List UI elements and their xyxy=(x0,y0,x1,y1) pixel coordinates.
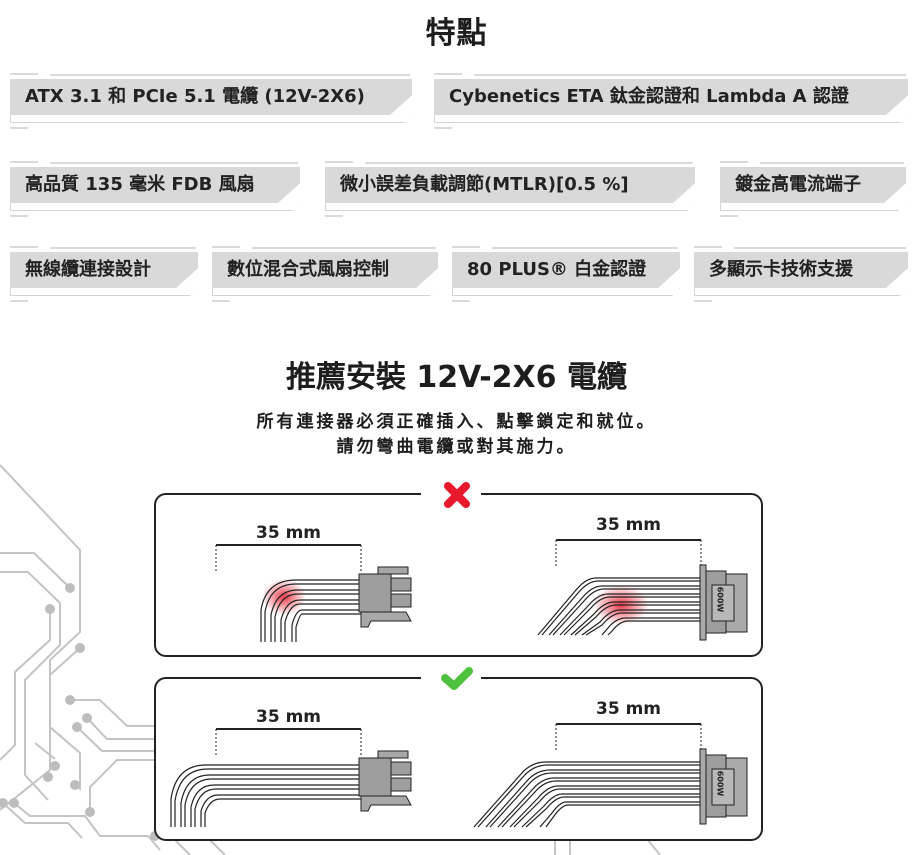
feature-label: 高品質 135 毫米 FDB 風扇 xyxy=(25,174,255,195)
x-icon xyxy=(444,482,470,508)
feature-tag: 鍍金高電流端子 xyxy=(720,148,906,220)
measure-bracket xyxy=(215,544,362,573)
feature-tag: 80 PLUS® 白金認證 xyxy=(452,233,680,305)
incorrect-diagram xyxy=(215,539,748,642)
feature-tag: 數位混合式風扇控制 xyxy=(212,233,438,305)
measure-label: 35 mm xyxy=(256,523,322,543)
feature-tag: ATX 3.1 和 PCIe 5.1 電纜 (12V-2X6) xyxy=(10,60,412,132)
feature-label: Cybenetics ETA 鈦金認證和 Lambda A 認證 xyxy=(449,86,849,107)
connector-wattage-label: 600W xyxy=(715,586,725,613)
features-title: 特點 xyxy=(425,16,488,51)
feature-tag: Cybenetics ETA 鈦金認證和 Lambda A 認證 xyxy=(434,60,908,132)
correct-install-panel: 35 mm 35 mm 600W xyxy=(154,675,763,841)
install-title: 推薦安裝 12V-2X6 電纜 xyxy=(285,360,627,395)
pcie-connector xyxy=(358,750,412,812)
feature-label: ATX 3.1 和 PCIe 5.1 電纜 (12V-2X6) xyxy=(25,86,365,107)
measure-label: 35 mm xyxy=(256,707,322,727)
12v-2x6-connector xyxy=(699,564,748,641)
feature-tag: 無線纜連接設計 xyxy=(10,233,198,305)
install-instruction-1: 所有連接器必須正確插入、點擊鎖定和就位。 xyxy=(256,412,657,432)
feature-label: 無線纜連接設計 xyxy=(25,259,151,280)
measure-label: 35 mm xyxy=(596,699,662,719)
12v-2x6-connector xyxy=(699,748,748,825)
feature-label: 80 PLUS® 白金認證 xyxy=(467,259,647,280)
pcie-connector xyxy=(358,566,412,628)
feature-label: 微小誤差負載調節(MTLR)[0.5 %] xyxy=(340,174,629,195)
check-icon xyxy=(441,667,473,690)
feature-label: 多顯示卡技術支援 xyxy=(709,259,853,280)
measure-label: 35 mm xyxy=(596,515,662,535)
install-instruction-2: 請勿彎曲電纜或對其施力。 xyxy=(336,437,577,457)
correct-diagram xyxy=(170,723,748,828)
incorrect-install-panel: 35 mm 35 mm 600W xyxy=(154,491,763,657)
feature-tag: 微小誤差負載調節(MTLR)[0.5 %] xyxy=(325,148,695,220)
feature-label: 數位混合式風扇控制 xyxy=(227,259,389,280)
feature-label: 鍍金高電流端子 xyxy=(735,174,861,195)
feature-tag: 高品質 135 毫米 FDB 風扇 xyxy=(10,148,300,220)
connector-wattage-label: 600W xyxy=(715,770,725,797)
feature-tag: 多顯示卡技術支援 xyxy=(694,233,908,305)
